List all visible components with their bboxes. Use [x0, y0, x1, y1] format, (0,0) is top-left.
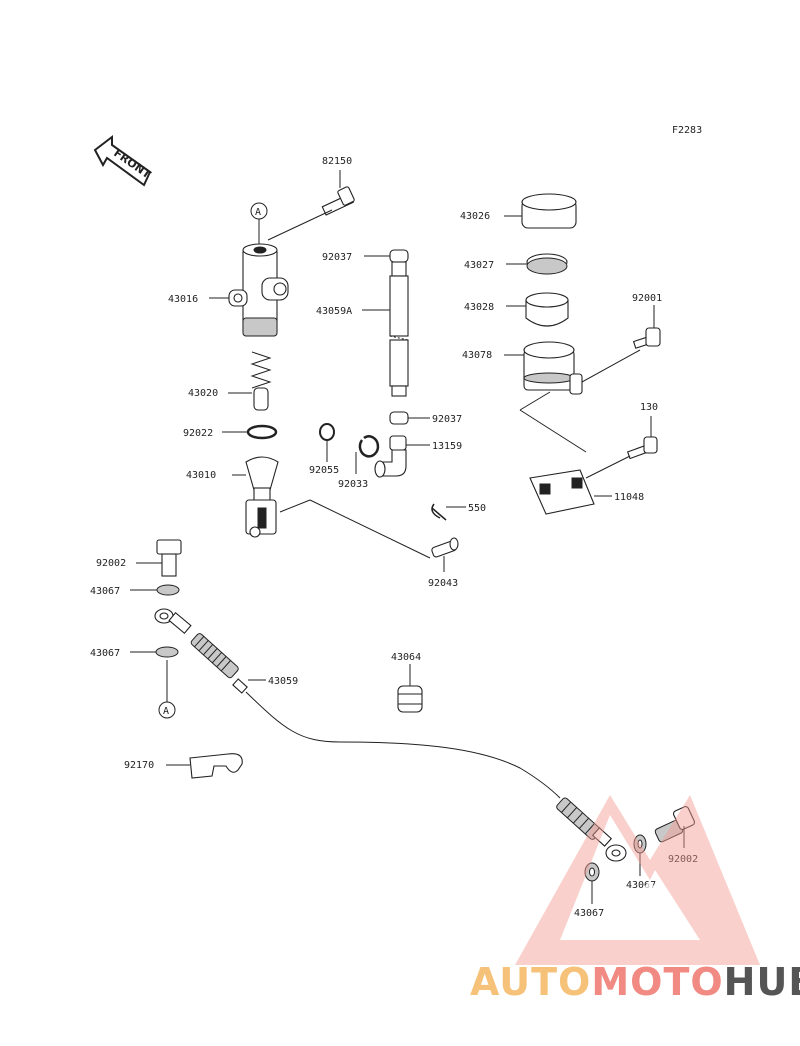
plate-43027: 43027 [464, 253, 568, 275]
watermark-text: AUTOMOTOHUB [470, 960, 800, 1004]
label-92170: 92170 [124, 760, 154, 771]
label-82150: 82150 [322, 156, 352, 167]
label-43067-1: 43067 [90, 586, 120, 597]
label-43016: 43016 [168, 294, 198, 305]
pushrod-43010: 43010 [186, 456, 431, 559]
label-43067-2: 43067 [90, 648, 120, 659]
label-13159: 13159 [432, 441, 462, 452]
label-11048: 11048 [614, 492, 644, 503]
label-43027: 43027 [464, 260, 494, 271]
label-43028: 43028 [464, 302, 494, 313]
pin-92043: 92043 [428, 537, 459, 589]
label-92037-bottom: 92037 [432, 414, 462, 425]
front-arrow-icon: FRONT [93, 134, 154, 187]
watermark-moto: MOTO [591, 960, 723, 1004]
circlip-92033: 92033 [338, 435, 380, 490]
label-43064: 43064 [391, 652, 421, 663]
fitting-13159: 13159 [374, 435, 462, 478]
banjo-bolt-92002-left: 92002 [96, 539, 182, 577]
label-92022: 92022 [183, 428, 213, 439]
bolt-130: 130 [585, 402, 658, 479]
bolt-92001: 92001 [632, 293, 662, 349]
banjo-bolt-92002-right: 92002 [654, 805, 698, 865]
label-92001: 92001 [632, 293, 662, 304]
washer-43067-1: 43067 [90, 584, 180, 597]
label-92055: 92055 [309, 465, 339, 476]
label-92002-right: 92002 [668, 854, 698, 865]
oring-92055: 92055 [309, 423, 339, 476]
bolt-82150: 82150 [321, 156, 355, 216]
clamp-92170: 92170 [124, 753, 243, 779]
master-cylinder-43016: 43016 [168, 243, 289, 337]
label-43067-3: 43067 [626, 880, 656, 891]
spring-43020: 43020 [188, 351, 272, 411]
ref-marker-label-bottom: A [163, 706, 169, 717]
label-43010: 43010 [186, 470, 216, 481]
hose-43059a: 43059A [316, 261, 409, 397]
washer-43067-4: 43067 [574, 862, 604, 919]
label-43059a: 43059A [316, 306, 352, 317]
clamp-92037-top: 92037 [322, 249, 409, 263]
watermark-hub: HUB [724, 960, 800, 1004]
ref-marker-label: A [255, 207, 261, 218]
washer-43067-3: 43067 [626, 834, 656, 891]
cotter-pin-550: 550 [431, 503, 486, 521]
label-43059: 43059 [268, 676, 298, 687]
label-92043: 92043 [428, 578, 458, 589]
diaphragm-43028: 43028 [464, 292, 569, 327]
label-92033: 92033 [338, 479, 368, 490]
grommet-43064: 43064 [391, 652, 423, 713]
label-43020: 43020 [188, 388, 218, 399]
label-43067-4: 43067 [574, 908, 604, 919]
figure-code: F2283 [672, 125, 702, 136]
hose-43059: 43059 [154, 608, 627, 862]
bracket-11048: 11048 [529, 469, 644, 515]
ref-marker-a-top: A [250, 202, 333, 248]
circlip-92022: 92022 [183, 424, 278, 440]
label-43026: 43026 [460, 211, 490, 222]
ref-marker-a-bottom: A [158, 660, 176, 719]
label-92037-top: 92037 [322, 252, 352, 263]
cap-43026: 43026 [460, 193, 577, 229]
clamp-92037-bottom: 92037 [389, 411, 462, 425]
watermark-auto: AUTO [470, 960, 591, 1004]
reservoir-43078: 43078 [462, 341, 641, 453]
label-92002-left: 92002 [96, 558, 126, 569]
watermark-logo [515, 795, 760, 965]
washer-43067-2: 43067 [90, 646, 179, 659]
label-130: 130 [640, 402, 658, 413]
label-43078: 43078 [462, 350, 492, 361]
label-550: 550 [468, 503, 486, 514]
